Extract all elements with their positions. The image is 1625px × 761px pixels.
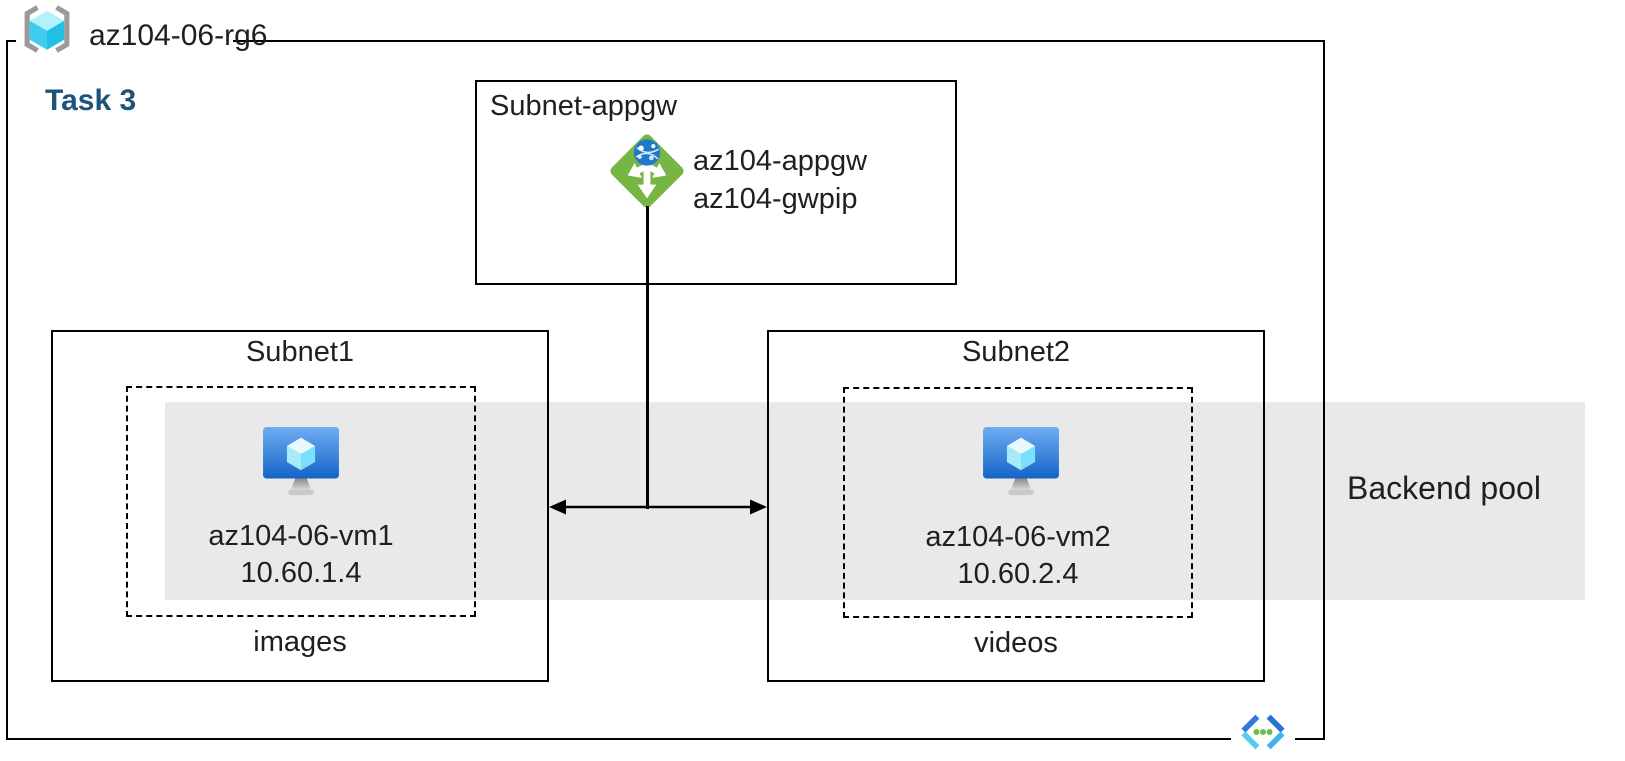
subnets-double-arrow (548, 494, 768, 525)
vm1-name-label: az104-06-vm1 (208, 520, 394, 552)
backend-pool-band (165, 402, 1585, 600)
subnet1-backend-dashed-box (126, 386, 476, 617)
subnet1-box (51, 330, 549, 682)
task-label: Task 3 (45, 84, 137, 117)
virtual-network-icon (1235, 710, 1291, 759)
appgw-name-label: az104-appgw (693, 145, 868, 177)
resource-group-frame (6, 40, 1325, 740)
subnet2-storage-label: videos (974, 627, 1058, 659)
virtual-machine-icon (982, 426, 1060, 503)
resource-group-icon (19, 4, 75, 59)
gateway-connector-line (646, 206, 649, 509)
vm2-ip-label: 10.60.2.4 (957, 558, 1079, 590)
vm1-ip-label: 10.60.1.4 (240, 557, 362, 589)
vm2-labels: az104-06-vm2 10.60.2.4 (843, 519, 1193, 593)
resource-group-label: az104-06-rg6 (89, 19, 268, 52)
appgw-labels: az104-appgw az104-gwpip (693, 142, 867, 218)
subnet1-storage-label: images (253, 626, 347, 658)
vm1-labels: az104-06-vm1 10.60.1.4 (126, 518, 476, 592)
subnet1-title: Subnet1 (245, 336, 355, 368)
appgw-pip-label: az104-gwpip (693, 183, 858, 215)
resource-group-border-gap (16, 34, 233, 47)
subnet2-box (767, 330, 1265, 682)
appgw-subnet-box (475, 80, 957, 285)
backend-pool-label: Backend pool (1347, 470, 1541, 506)
subnet2-backend-dashed-box (843, 387, 1193, 618)
application-gateway-icon (608, 132, 686, 217)
virtual-machine-icon (262, 426, 340, 503)
subnet2-title: Subnet2 (961, 336, 1071, 368)
vm2-name-label: az104-06-vm2 (925, 521, 1111, 553)
appgw-subnet-title: Subnet-appgw (490, 90, 678, 122)
